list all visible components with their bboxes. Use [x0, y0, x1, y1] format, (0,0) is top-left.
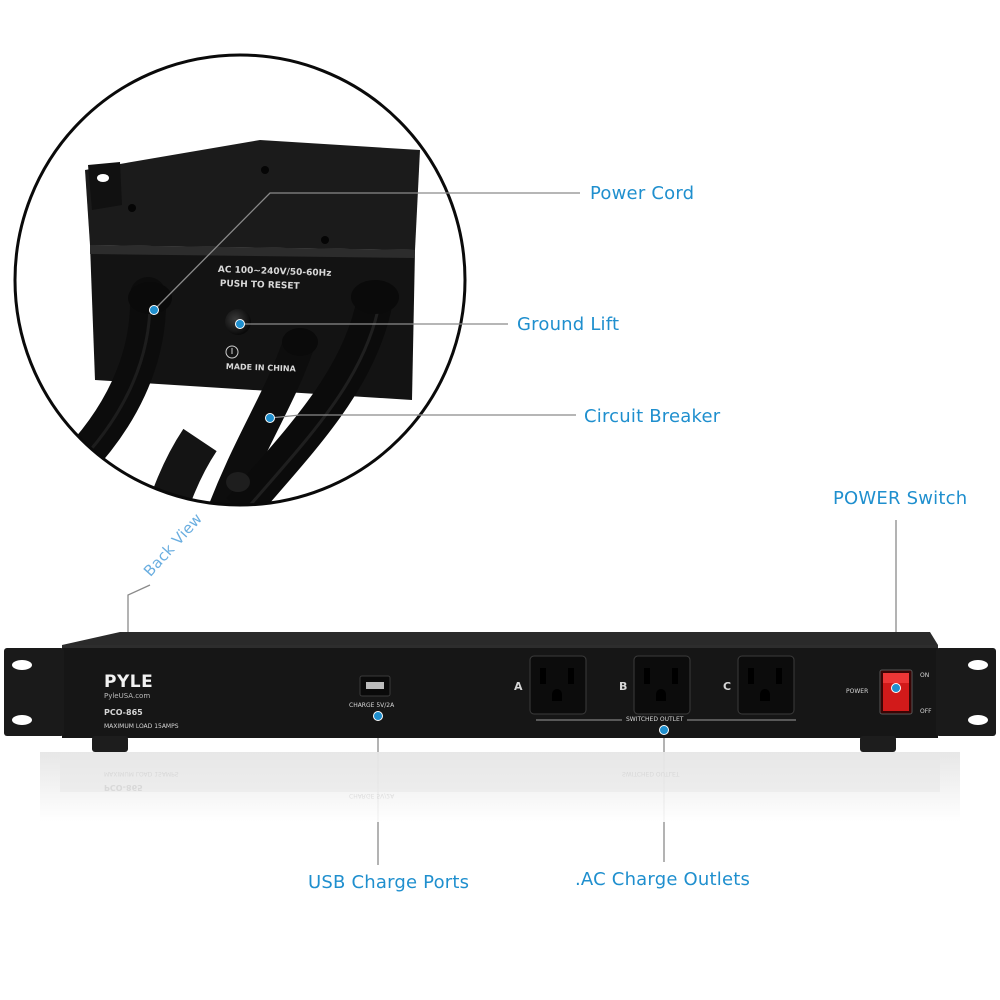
brand-website: PyleUSA.com [104, 692, 151, 700]
usb-marker [373, 711, 383, 721]
floor-reflection [40, 752, 960, 822]
model-number: PCO-865 [104, 708, 143, 717]
reflection-max-load: MAXIMUM LOAD 15AMPS [104, 770, 179, 777]
ground-symbol-icon [225, 345, 239, 359]
back-view-zoom [13, 53, 467, 507]
ground-lift-callout: Ground Lift [517, 314, 620, 335]
outlet-a [529, 655, 587, 715]
callout-markers [149, 305, 901, 735]
outlet-c [737, 655, 795, 715]
power-cord-leader [153, 192, 580, 311]
power-switch-marker [891, 683, 901, 693]
power-cord-callout: Power Cord [590, 183, 695, 204]
power-switch-callout: POWER Switch [833, 488, 968, 509]
outlet-label-b: B [619, 680, 628, 693]
right-rack-ear [936, 648, 996, 736]
power-conditioner-unit [4, 632, 996, 752]
outlet-b [633, 655, 691, 715]
rack-hole [12, 660, 32, 670]
brand-logo: PYLE [104, 672, 154, 692]
foot [860, 736, 896, 752]
cable-gland [282, 328, 318, 356]
circuit-breaker-leader [269, 414, 576, 419]
circuit-breaker-marker [265, 413, 275, 423]
mounting-ear [88, 162, 122, 210]
reflection-charge-label: CHARGE 5V/2A [349, 792, 395, 799]
zoom-circle-outline [13, 53, 467, 507]
front-panel [62, 645, 938, 738]
ear-hole [97, 174, 109, 182]
ac-outlets-marker [659, 725, 669, 735]
left-rack-ear [4, 648, 64, 736]
screw [128, 204, 136, 212]
chassis-top [85, 140, 420, 250]
screw [321, 236, 329, 244]
switched-outlet-label: SWITCHED OUTLET [622, 716, 688, 723]
cable-gland [128, 282, 172, 314]
outlet-label-c: C [723, 680, 732, 693]
back-view-leader [127, 584, 151, 632]
power-cord-marker [149, 305, 159, 315]
reflection-model: PCO-865 [104, 783, 143, 792]
plug-body [141, 428, 217, 505]
rack-hole [12, 715, 32, 725]
power-switch-label: POWER [846, 688, 869, 695]
switch-off-label: OFF [920, 708, 932, 715]
switch-on-label: ON [920, 672, 930, 679]
cable [205, 334, 316, 505]
unit-top [62, 632, 938, 645]
usb-charge-ports-callout: USB Charge Ports [308, 872, 470, 893]
reflection-switched-outlet: SWITCHED OUTLET [622, 770, 680, 777]
ac-charge-outlets-callout: .AC Charge Outlets [575, 869, 751, 890]
rack-hole [968, 715, 988, 725]
outlet-label-a: A [514, 680, 523, 693]
max-load-text: MAXIMUM LOAD 15AMPS [104, 723, 179, 730]
usb-charge-label: CHARGE 5V/2A [349, 702, 395, 709]
screw [261, 166, 269, 174]
cable-gland [351, 280, 399, 314]
foot [92, 736, 128, 752]
ground-lift-marker [235, 319, 245, 329]
cable [226, 296, 393, 505]
circuit-breaker-callout: Circuit Breaker [584, 406, 721, 427]
rack-hole [968, 660, 988, 670]
